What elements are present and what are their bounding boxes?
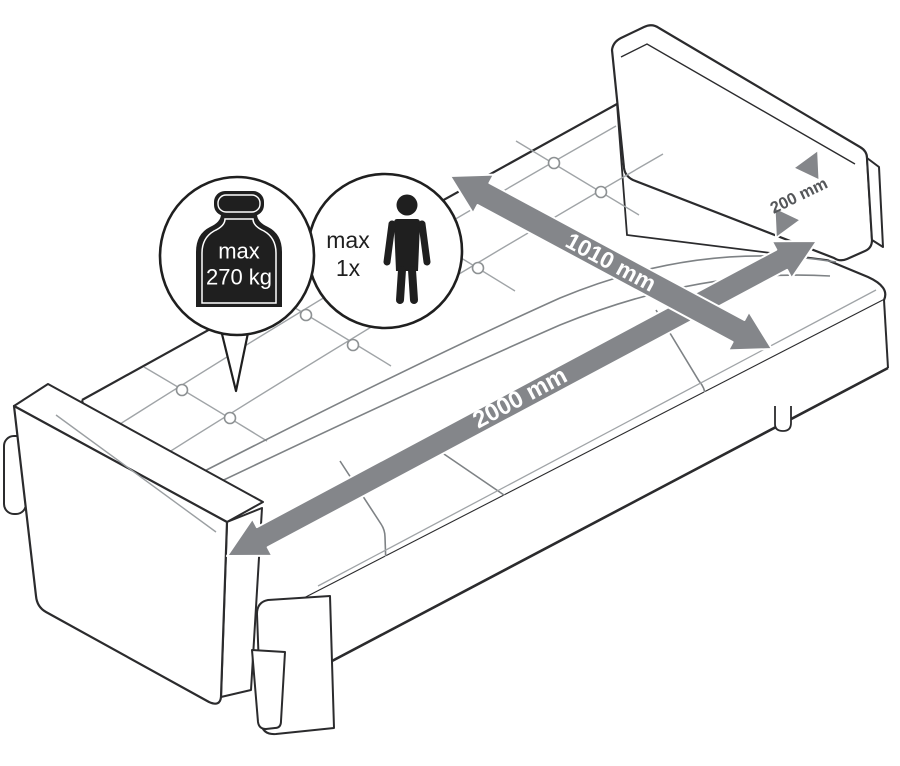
badge-weight-value-text: 270 kg [206,265,272,290]
badge-persons-max-text: max [326,227,370,253]
badge-weight-max-text: max [218,239,260,264]
stub-leg [774,406,792,432]
badge-persons-count-text: 1x [336,255,361,281]
front-leg [251,649,286,730]
right-armrest [610,24,884,262]
person-icon [383,194,431,304]
badge-max-weight: max 270 kg [158,175,316,393]
badge-max-persons: max 1x [306,172,464,330]
weight-icon: max 270 kg [196,191,282,307]
